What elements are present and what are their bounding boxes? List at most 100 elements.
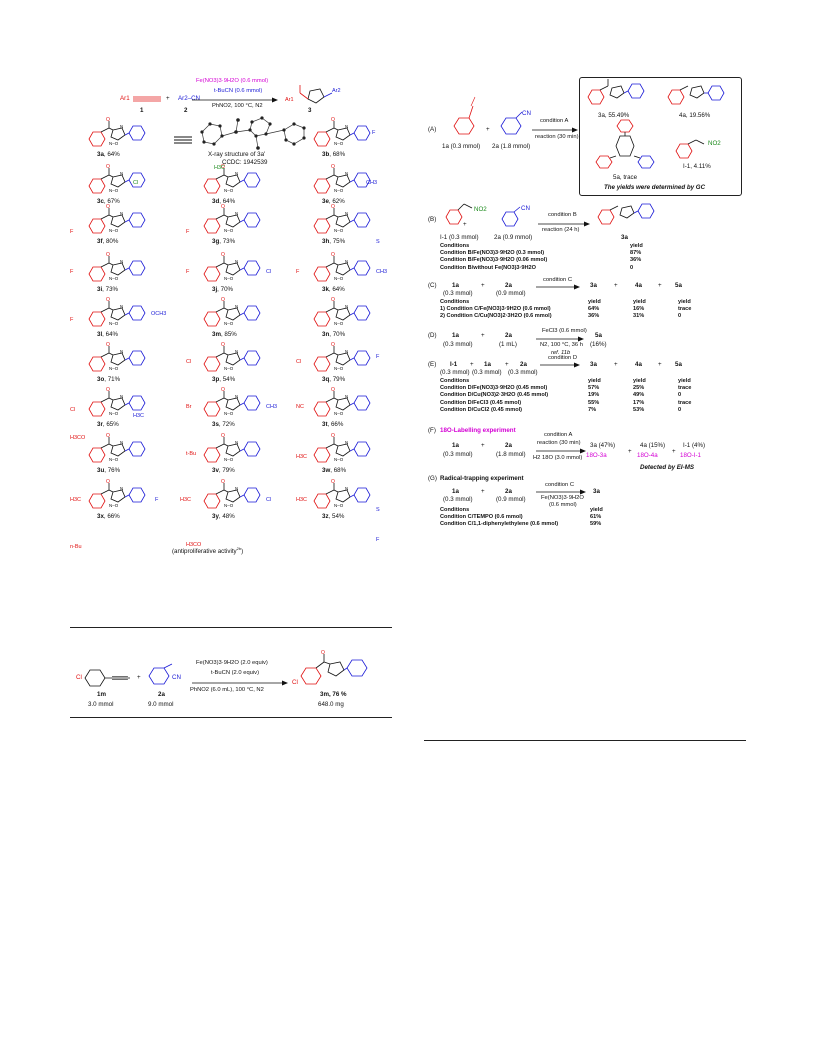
- product-label-3q: 3q, 79%: [322, 376, 346, 383]
- svg-text:O: O: [221, 342, 225, 348]
- C-r2amt: (0.9 mmol): [496, 290, 526, 297]
- svg-text:N: N: [235, 486, 238, 491]
- svg-text:N–O: N–O: [109, 411, 119, 416]
- product-structure-3k: ONN–O: [313, 252, 371, 282]
- C-r1amt: (0.3 mmol): [443, 290, 473, 297]
- svg-text:O: O: [221, 297, 225, 303]
- substituent-3n2: F: [376, 354, 380, 360]
- C-p2: 4a: [635, 282, 642, 289]
- svg-text:N–O: N–O: [334, 411, 344, 416]
- svg-text:N–O: N–O: [109, 503, 119, 508]
- svg-text:O: O: [321, 650, 325, 656]
- svg-text:N: N: [345, 394, 348, 399]
- product-ar1: Ar1: [285, 97, 294, 103]
- svg-text:N: N: [345, 124, 348, 129]
- E-r2amt: (0.3 mmol): [472, 369, 502, 376]
- table-row: 2) Condition C/Cu(NO3)2·3H2O (0.6 mmol)3…: [440, 313, 682, 320]
- E-p2: 4a: [635, 361, 642, 368]
- gram-sm-amount: 3.0 mmol: [88, 701, 114, 708]
- table-row: Condition B/Fe(NO3)3·9H2O (0.06 mmol)36%: [440, 257, 642, 264]
- product-label-3r: 3r, 65%: [97, 421, 119, 428]
- product-label-3p: 3p, 54%: [212, 376, 236, 383]
- gram-cond3: PhNO2 (6.0 mL), 100 °C, N2: [190, 687, 264, 693]
- svg-text:N–O: N–O: [109, 366, 119, 371]
- svg-text:N: N: [120, 171, 123, 176]
- F-r2amt: (1.8 mmol): [496, 451, 526, 458]
- svg-text:N–O: N–O: [334, 366, 344, 371]
- svg-text:N: N: [235, 440, 238, 445]
- B-r1: I-1 (0.3 mmol): [440, 234, 479, 241]
- svg-text:N: N: [120, 124, 123, 129]
- svg-text:O: O: [331, 204, 335, 210]
- product-structure-3h: ONN–O: [313, 204, 371, 234]
- A-p3: 5a, trace: [613, 174, 638, 181]
- product-structure-3s: ONN–O: [203, 387, 261, 417]
- svg-text:N–O: N–O: [334, 228, 344, 233]
- A-note: The yields were determined by GC: [604, 184, 706, 191]
- substituent-3u: H3C: [70, 497, 82, 503]
- B-product-3a: [597, 203, 655, 225]
- svg-text:O: O: [221, 433, 225, 439]
- svg-text:N: N: [120, 394, 123, 399]
- product-label-3e: 3e, 62%: [322, 198, 345, 205]
- substituent-3z2: F: [376, 537, 380, 543]
- F-p2: 4a (15%): [640, 442, 666, 449]
- D-r2: 2a: [505, 332, 512, 339]
- antiproliferative-ref: 2b: [236, 546, 242, 551]
- substituent-3q: NC: [296, 404, 304, 410]
- svg-text:N–O: N–O: [224, 321, 234, 326]
- B-I1-structure: [445, 203, 473, 225]
- A-p2: 4a, 19.56%: [679, 112, 711, 119]
- F-detect: Detected by EI-MS: [640, 464, 694, 471]
- substituent-3p2: CH3: [266, 404, 278, 410]
- svg-text:N: N: [345, 440, 348, 445]
- G-r1amt: (0.3 mmol): [443, 496, 473, 503]
- substituent-3p: Br: [186, 404, 192, 410]
- table-row: Condition D/Cu(NO3)2·3H2O (0.45 mmol)19%…: [440, 392, 682, 399]
- F-lab2: 18O-4a: [637, 452, 658, 459]
- gram-product-cl: Cl: [292, 679, 298, 686]
- substituent-3o: Cl: [70, 407, 76, 413]
- product-label-3x: 3x, 66%: [97, 513, 120, 520]
- table-row: Condition D/CuCl2 (0.45 mmol)7%53%0: [440, 406, 682, 413]
- product-structure-3l: ONN–O: [88, 297, 146, 327]
- product-structure-3x: ONN–O: [88, 479, 146, 509]
- cond-tbucn: t-BuCN (0.6 mmol): [214, 88, 263, 94]
- G-title: Radical-trapping experiment: [440, 475, 524, 482]
- gram-product: 3m, 76 %: [320, 691, 347, 698]
- product-label-3j: 3j, 70%: [212, 286, 234, 293]
- svg-text:N: N: [235, 211, 238, 216]
- svg-text:O: O: [106, 479, 110, 485]
- svg-text:N–O: N–O: [224, 228, 234, 233]
- label-1: 1: [140, 107, 144, 114]
- product-label-3o: 3o, 71%: [97, 376, 121, 383]
- substituent-3f: F: [70, 229, 74, 235]
- E-r3: 2a: [520, 361, 527, 368]
- F-lab3: 18O-I-1: [680, 452, 701, 459]
- product-label-3u: 3u, 76%: [97, 467, 121, 474]
- B-no2: NO2: [474, 206, 487, 213]
- D-arrow: [536, 336, 584, 342]
- A-time: reaction (30 min): [535, 134, 579, 140]
- svg-text:O: O: [331, 479, 335, 485]
- tag-B: (B): [428, 216, 437, 223]
- equivalence-sign: [174, 136, 192, 144]
- A-r1: 1a (0.3 mmol): [442, 143, 481, 150]
- plus: +: [166, 95, 170, 102]
- product-label-3y: 3y, 48%: [212, 513, 235, 520]
- product-label-3g: 3g, 73%: [212, 238, 236, 245]
- product-structure-3j: ONN–O: [203, 252, 261, 282]
- svg-text:O: O: [106, 117, 110, 123]
- D-r1: 1a: [452, 332, 459, 339]
- substituent-3r: H3CO: [70, 435, 86, 441]
- A-product-4a: [667, 85, 725, 105]
- gram-cond2: t-BuCN (2.0 equiv): [211, 670, 260, 676]
- svg-text:N–O: N–O: [109, 228, 119, 233]
- svg-text:O: O: [106, 252, 110, 258]
- A-cond: condition A: [540, 118, 569, 124]
- substituent-3v2: Cl: [266, 497, 272, 503]
- svg-text:O: O: [331, 117, 335, 123]
- substituent-3e: CH3: [366, 180, 378, 186]
- G-r1: 1a: [452, 488, 459, 495]
